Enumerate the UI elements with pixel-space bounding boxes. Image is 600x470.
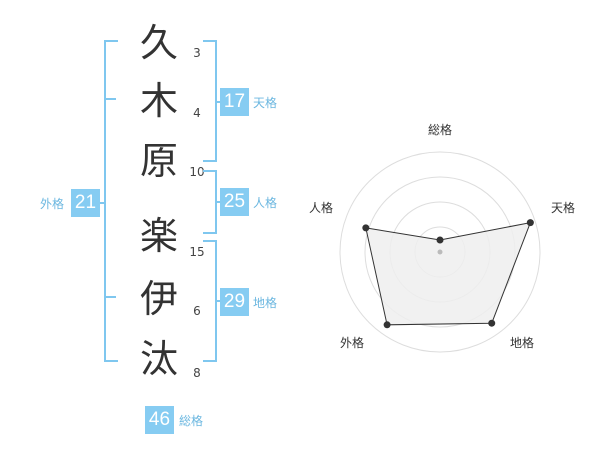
radar-svg (339, 151, 541, 353)
radar-point-2 (526, 219, 534, 227)
tenkaku-label: 天格 (253, 96, 278, 110)
stroke-count-1: 3 (193, 46, 201, 60)
gaikaku-label: 外格 (40, 197, 65, 211)
radar-chart: 総格 天格 地格 外格 人格 (300, 0, 600, 470)
tenkaku-connector (215, 101, 221, 103)
radar-axis-label-jinkaku: 人格 (309, 201, 334, 215)
name-char-6: 汰 (139, 337, 178, 381)
radar-center-dot (437, 249, 443, 255)
chikaku-score: 29 (220, 288, 249, 316)
gaikaku-tick-1 (104, 98, 116, 100)
jinkaku-label: 人格 (253, 196, 278, 210)
jinkaku-connector (215, 201, 221, 203)
stroke-count-5: 6 (193, 304, 201, 318)
stroke-count-3: 10 (189, 165, 205, 179)
chikaku-connector (215, 300, 221, 302)
jinkaku-score: 25 (220, 188, 249, 216)
soukaku-label: 総格 (179, 414, 204, 428)
radar-axis-label-chikaku: 地格 (510, 336, 535, 350)
radar-grid-circle (339, 151, 541, 353)
soukaku-score: 46 (145, 406, 174, 434)
gaikaku-bracket (104, 40, 118, 362)
radar-point-5 (362, 224, 370, 232)
stroke-count-6: 8 (193, 366, 201, 380)
name-char-5: 伊 (139, 277, 178, 321)
gaikaku-score: 21 (71, 189, 100, 217)
name-char-1: 久 (139, 21, 178, 65)
radar-value-polygon (365, 221, 532, 326)
chikaku-label: 地格 (253, 296, 278, 310)
gaikaku-connector (96, 202, 104, 204)
radar-axis-label-tenkaku: 天格 (551, 201, 576, 215)
radar-point-4 (383, 321, 391, 329)
name-char-2: 木 (139, 79, 178, 123)
stroke-count-2: 4 (193, 106, 201, 120)
name-char-4: 楽 (139, 214, 178, 258)
radar-axis-label-soukaku: 総格 (428, 123, 453, 137)
tenkaku-score: 17 (220, 88, 249, 116)
name-char-3: 原 (139, 139, 178, 183)
radar-point-1 (436, 236, 444, 244)
radar-point-3 (488, 319, 496, 327)
name-fortune-layout: 久 3 木 4 原 10 楽 15 伊 6 汰 8 21 外格 17 天格 25… (40, 21, 278, 434)
stroke-count-4: 15 (189, 245, 205, 259)
gaikaku-tick-2 (104, 296, 116, 298)
radar-axis-label-gaikaku: 外格 (340, 336, 365, 350)
